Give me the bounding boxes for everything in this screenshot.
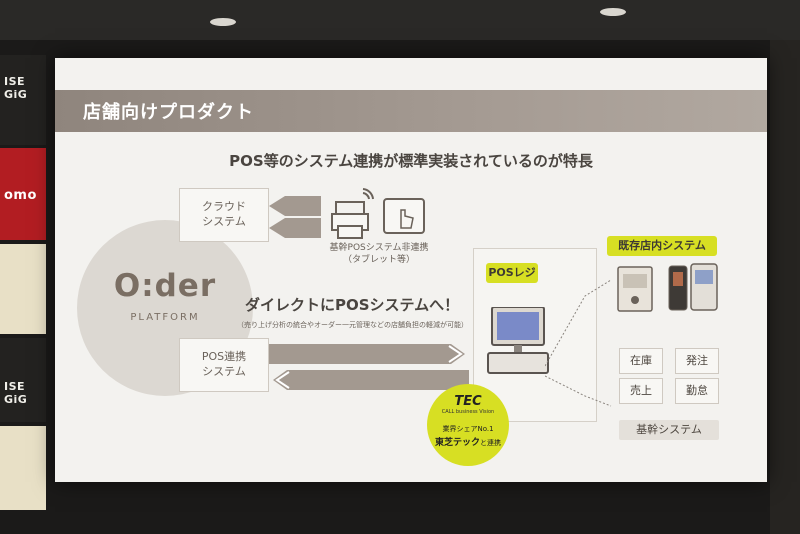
side-banner-text: ISE GiG xyxy=(4,75,28,101)
existing-system-tag: 既存店内システム xyxy=(607,236,717,256)
tec-tagline: CALL business Vision xyxy=(441,409,495,415)
logo-sub-text: PLATFORM xyxy=(130,312,200,323)
tablet-note: 基幹POSシステム非連携 （タブレット等） xyxy=(319,242,439,266)
ceiling-light xyxy=(210,18,236,26)
direct-title: ダイレクトにPOSシステムへ！ xyxy=(245,296,460,314)
core-item-inventory: 在庫 xyxy=(619,348,663,374)
side-banner xyxy=(0,244,46,334)
ceiling-light xyxy=(600,8,626,16)
left-arrow-icon xyxy=(273,370,469,390)
printer-icon xyxy=(331,200,369,240)
tec-partner-name: 東芝テック xyxy=(434,438,480,448)
pos-integration-label-1: POS連携 xyxy=(201,350,247,363)
pos-integration-box: POS連携 システム xyxy=(179,338,269,392)
side-banner: omo xyxy=(0,148,46,240)
tec-partner-text: 東芝テックと連携 xyxy=(427,435,509,448)
direct-subtitle: （売り上げ分析の統合やオーダー一元管理などの店舗負担の軽減が可能） xyxy=(237,321,468,329)
side-banner: ISE GiG xyxy=(0,55,46,145)
dotted-connector xyxy=(545,279,612,407)
wifi-icon xyxy=(361,186,375,200)
side-banner-text: omo xyxy=(4,188,37,203)
left-arrow-icon xyxy=(269,196,321,238)
cloud-system-label-1: クラウド xyxy=(202,200,246,213)
slide-subtitle: POS等のシステム連携が標準実装されているのが特長 xyxy=(229,152,593,170)
tablet-touch-icon xyxy=(383,198,425,238)
tec-partner-suffix: と連携 xyxy=(480,439,501,447)
cloud-system-box: クラウド システム xyxy=(179,188,269,242)
core-item-attendance: 勤怠 xyxy=(675,378,719,404)
side-banner: ISE GiG xyxy=(0,338,46,422)
order-platform-logo: O:der PLATFORM xyxy=(77,220,253,396)
pos-terminal-icon xyxy=(486,306,550,375)
pos-integration-label-2: システム xyxy=(202,365,246,378)
core-item-ordering: 発注 xyxy=(675,348,719,374)
tablet-note-line-1: 基幹POSシステム非連携 xyxy=(329,243,429,253)
logo-main-text: O:der xyxy=(113,268,217,304)
tec-share-text: 業界シェアNo.1 xyxy=(442,425,494,433)
room-ceiling xyxy=(0,0,800,40)
cloud-system-label-2: システム xyxy=(202,215,246,228)
right-arrow-icon xyxy=(269,344,465,364)
projection-screen: 店舗向けプロダクト POS等のシステム連携が標準実装されているのが特長 O:de… xyxy=(55,58,767,482)
core-system-label: 基幹システム xyxy=(619,420,719,440)
tablet-note-line-2: （タブレット等） xyxy=(342,255,415,265)
side-banner xyxy=(0,426,46,510)
pos-register-tag: POSレジ xyxy=(486,263,538,283)
handheld-terminal-icon xyxy=(667,262,719,314)
wall xyxy=(770,40,800,534)
tec-logo: TEC xyxy=(454,394,482,409)
header-bar: 店舗向けプロダクト xyxy=(55,90,767,132)
toshiba-tec-badge: TEC CALL business Vision 業界シェアNo.1 東芝テック… xyxy=(427,384,509,466)
core-item-sales: 売上 xyxy=(619,378,663,404)
side-banner-text: ISE GiG xyxy=(4,380,28,406)
slide-title: 店舗向けプロダクト xyxy=(83,102,254,123)
kiosk-icon xyxy=(617,266,653,312)
